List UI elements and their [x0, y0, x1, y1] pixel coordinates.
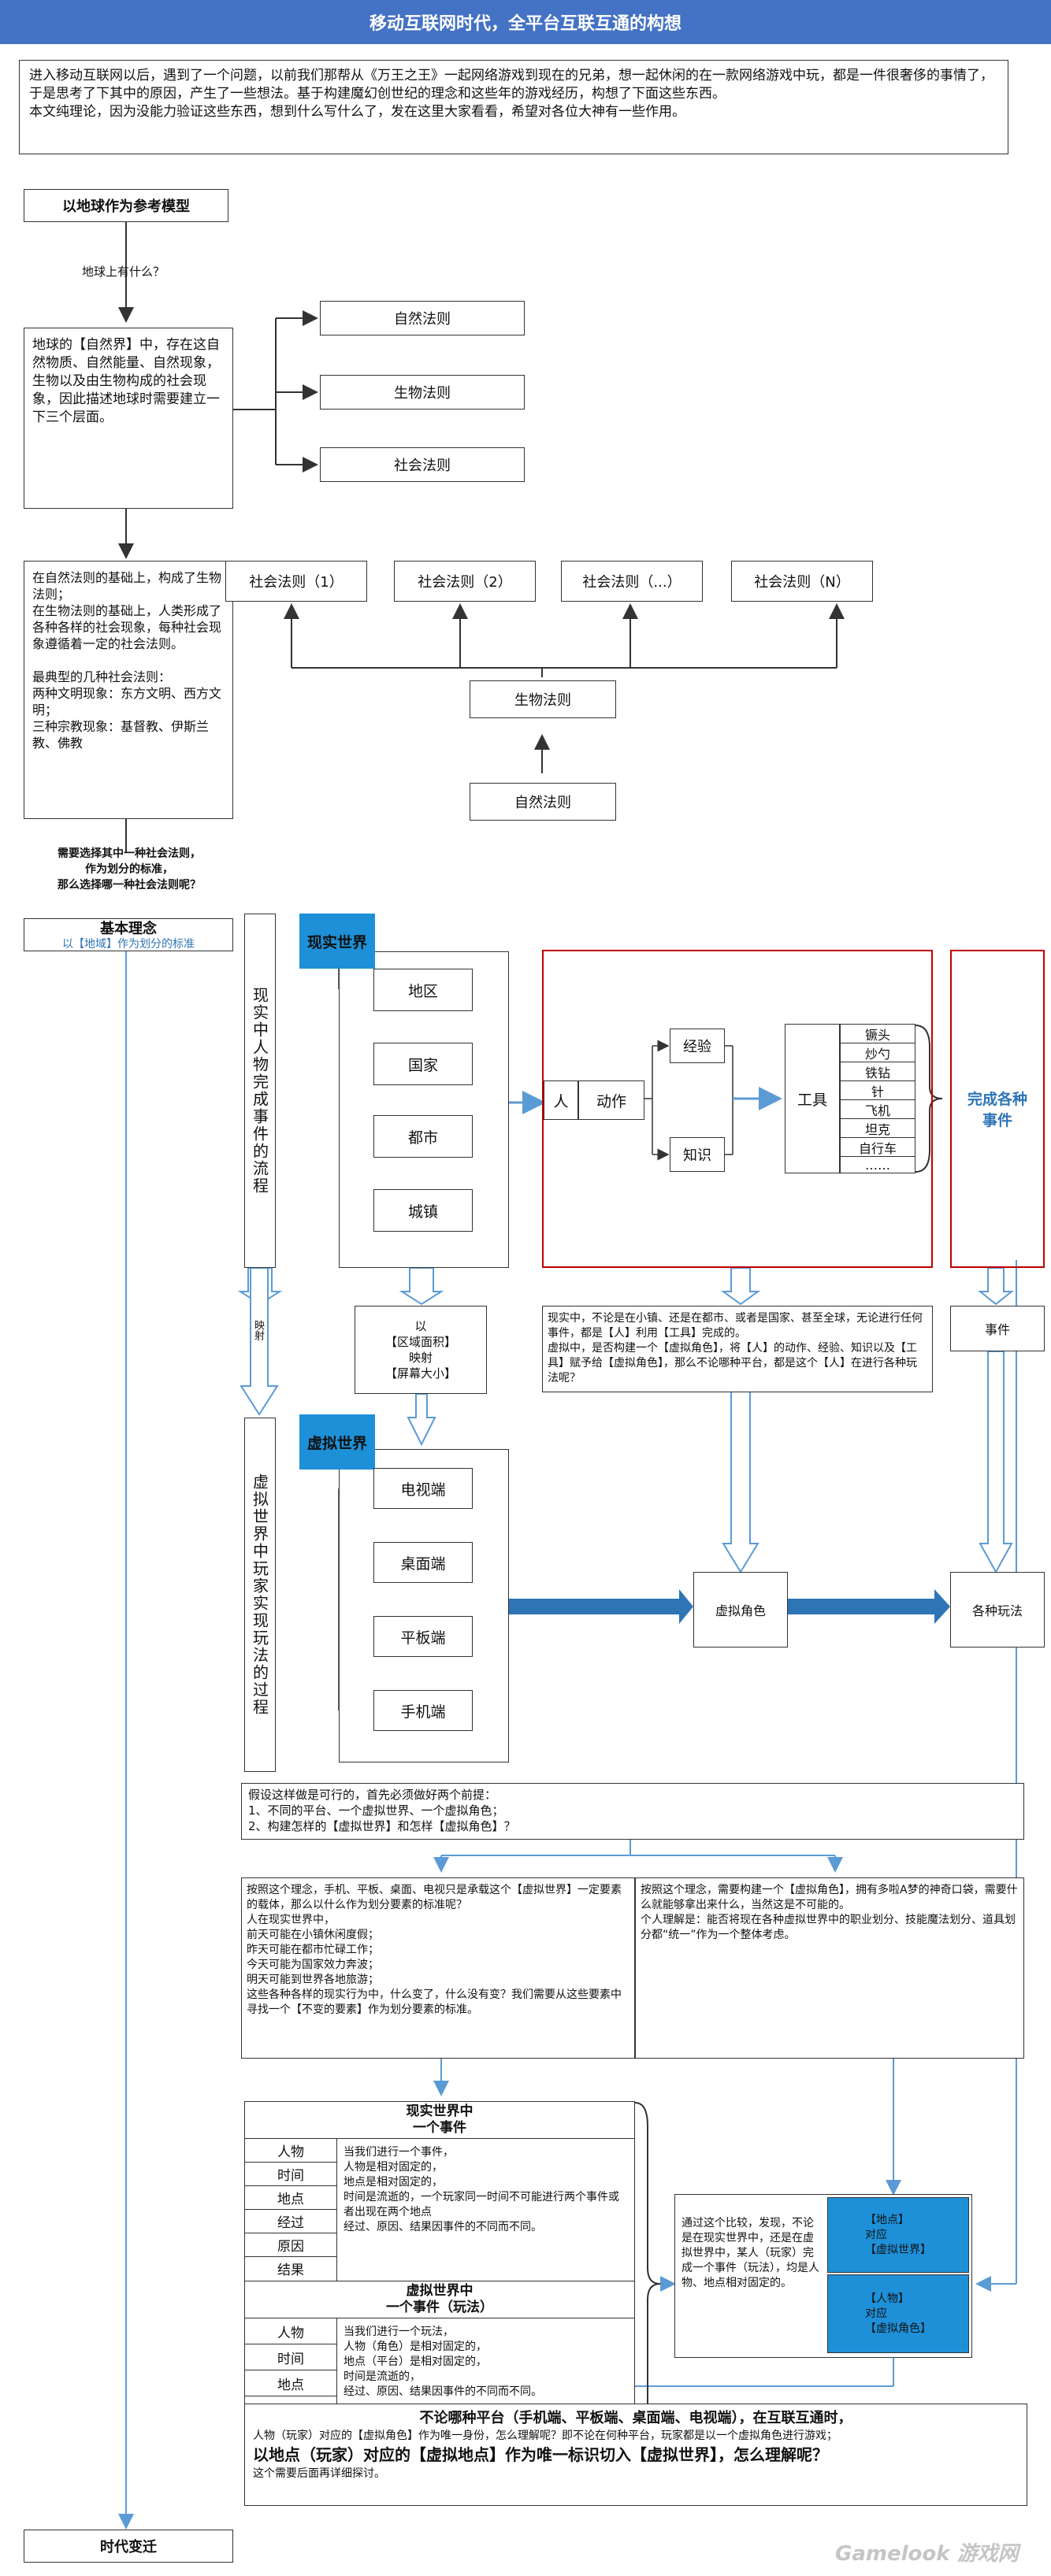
basic-concept-title: 基本理念 [100, 921, 157, 937]
platform-mobile: 手机端 [373, 1690, 473, 1731]
tool-item: 铁钻 [841, 1062, 915, 1081]
mapping-label: 映射 [252, 1320, 264, 1340]
event-row-label: 地点 [245, 2370, 336, 2396]
social-law-etc: 社会法则（...） [561, 561, 703, 602]
virtual-world-tag: 虚拟世界 [299, 1414, 375, 1470]
person-box: 人 [544, 1080, 578, 1120]
basic-concept-box: 基本理念 以【地域】作为划分的标准 [24, 918, 233, 951]
conclusion-line-1: 不论哪种平台（手机端、平板端、桌面端、电视端），在互联互通时， [419, 2410, 852, 2426]
tool-item: 针 [841, 1081, 915, 1100]
virtual-event-title: 虚拟世界中 一个事件（玩法） [245, 2281, 634, 2318]
compare-text: 通过这个比较，发现，不论是在现实世界中，还是在虚拟世界中，某人（玩家）完成一个事… [681, 2217, 819, 2289]
place-map-tag: 【地点】 对应 【虚拟世界】 [827, 2197, 969, 2273]
platform-tablet: 平板端 [373, 1616, 473, 1657]
person-map-tag: 【人物】 对应 【虚拟角色】 [827, 2274, 969, 2353]
page-title: 移动互联网时代，全平台互联互通的构想 [0, 0, 1051, 44]
event-box: 事件 [950, 1306, 1045, 1351]
social-law-2: 社会法则（2） [394, 561, 536, 602]
conclusion-line-2: 人物（玩家）对应的【虚拟角色】作为唯一身份，怎么理解呢？即不论在何种平台，玩家都… [253, 2430, 837, 2442]
conclusion-box: 不论哪种平台（手机端、平板端、桌面端、电视端），在互联互通时， 人物（玩家）对应… [244, 2404, 1027, 2506]
experience-box: 经验 [670, 1029, 725, 1063]
social-law-1: 社会法则（1） [225, 561, 367, 602]
region-town: 城镇 [373, 1189, 473, 1232]
tool-item: 镢头 [841, 1025, 915, 1043]
event-row-label: 结果 [277, 2263, 304, 2278]
law-box-social: 社会法则 [320, 447, 525, 482]
event-row-label: 人物 [245, 2318, 336, 2344]
watermark: Gamelook 游戏网 [835, 2542, 1019, 2566]
conclusion-line-4: 这个需要后面再详细探讨。 [253, 2467, 385, 2480]
event-row-label: 经过 [245, 2210, 336, 2233]
event-row-label: 时间 [245, 2344, 336, 2370]
intro-text: 进入移动互联网以后，遇到了一个问题，以前我们那帮从《万王之王》一起网络游戏到现在… [19, 60, 1008, 154]
tool-item: 自行车 [841, 1138, 915, 1157]
event-row-label: 地点 [245, 2186, 336, 2210]
event-row-label: 人物 [245, 2139, 336, 2163]
real-world-tag: 现实世界 [299, 914, 375, 969]
platform-criteria-text: 按照这个理念，手机、平板、桌面、电视只是承载这个【虚拟世界】一定要素的载体，那么… [241, 1877, 635, 2059]
platform-desktop: 桌面端 [373, 1542, 473, 1583]
social-law-n: 社会法则（N） [731, 561, 873, 602]
event-row-label: 时间 [245, 2163, 336, 2186]
era-box: 时代变迁 [24, 2530, 233, 2563]
tool-item: 飞机 [841, 1100, 915, 1119]
knowledge-box: 知识 [670, 1137, 725, 1172]
tool-list: 镢头 炒勺 铁钻 针 飞机 坦克 自行车 …… [840, 1024, 915, 1173]
law-box-nature: 自然法则 [320, 301, 525, 335]
area-map-box: 以 【区域面积】 映射 【屏幕大小】 [355, 1306, 487, 1394]
real-event-desc: 当我们进行一个事件， 人物是相对固定的， 地点是相对固定的， 时间是流逝的，一个… [344, 2146, 619, 2233]
virtual-event-desc: 当我们进行一个玩法， 人物（角色）是相对固定的， 地点（平台）是相对固定的， 时… [344, 2326, 542, 2398]
action-box: 动作 [578, 1080, 644, 1120]
basic-concept-sub: 以【地域】作为划分的标准 [62, 938, 195, 951]
platform-tv: 电视端 [373, 1468, 473, 1509]
person-desc-box: 现实中，不论是在小镇、还是在都市、或者是国家、甚至全球，无论进行任何事件，都是【… [542, 1306, 933, 1392]
complete-events-box: 完成各种 事件 [950, 950, 1045, 1268]
region-city: 都市 [373, 1115, 473, 1158]
earth-model-box: 以地球作为参考模型 [24, 189, 228, 222]
social-text-box: 在自然法则的基础上，构成了生物法则； 在生物法则的基础上，人类形成了各种各样的社… [24, 561, 233, 819]
nature-text-box: 地球的【自然界】中，存在这自然物质、自然能量、自然现象，生物以及由生物构成的社会… [24, 328, 233, 509]
real-process-label: 现实中人物完成事件的流程 [244, 914, 276, 1268]
virtual-role-text: 按照这个理念，需要构建一个【虚拟角色】，拥有多啦A梦的神奇口袋，需要什么就能够拿… [635, 1877, 1024, 2059]
event-row-label: 原因 [245, 2233, 336, 2257]
tool-item: 炒勺 [841, 1043, 915, 1062]
region-area: 地区 [373, 969, 473, 1011]
bio-law-box: 生物法则 [470, 680, 616, 718]
virtual-process-label: 虚拟世界中玩家实现玩法的过程 [244, 1418, 276, 1772]
law-box-bio: 生物法则 [320, 375, 525, 410]
real-event-title: 现实世界中 一个事件 [245, 2102, 634, 2139]
gameplay-box: 各种玩法 [950, 1572, 1045, 1648]
tool-item: …… [865, 1158, 890, 1173]
choose-question: 需要选择其中一种社会法则， 作为划分的标准， 那么选择哪一种社会法则呢？ [58, 847, 201, 891]
tool-box: 工具 [785, 1024, 840, 1173]
region-country: 国家 [373, 1043, 473, 1085]
conclusion-line-3: 以地点（玩家）对应的【虚拟地点】作为唯一标识切入【虚拟世界】，怎么理解呢？ [253, 2445, 828, 2464]
earth-question: 地球上有什么？ [82, 265, 165, 279]
tool-item: 坦克 [841, 1119, 915, 1138]
nature-law-box: 自然法则 [470, 783, 616, 821]
assumption-box: 假设这样做是可行的，首先必须做好两个前提： 1、不同的平台、一个虚拟世界、一个虚… [241, 1783, 1024, 1840]
action-frame [542, 950, 933, 1268]
virtual-role-box: 虚拟角色 [693, 1572, 788, 1648]
